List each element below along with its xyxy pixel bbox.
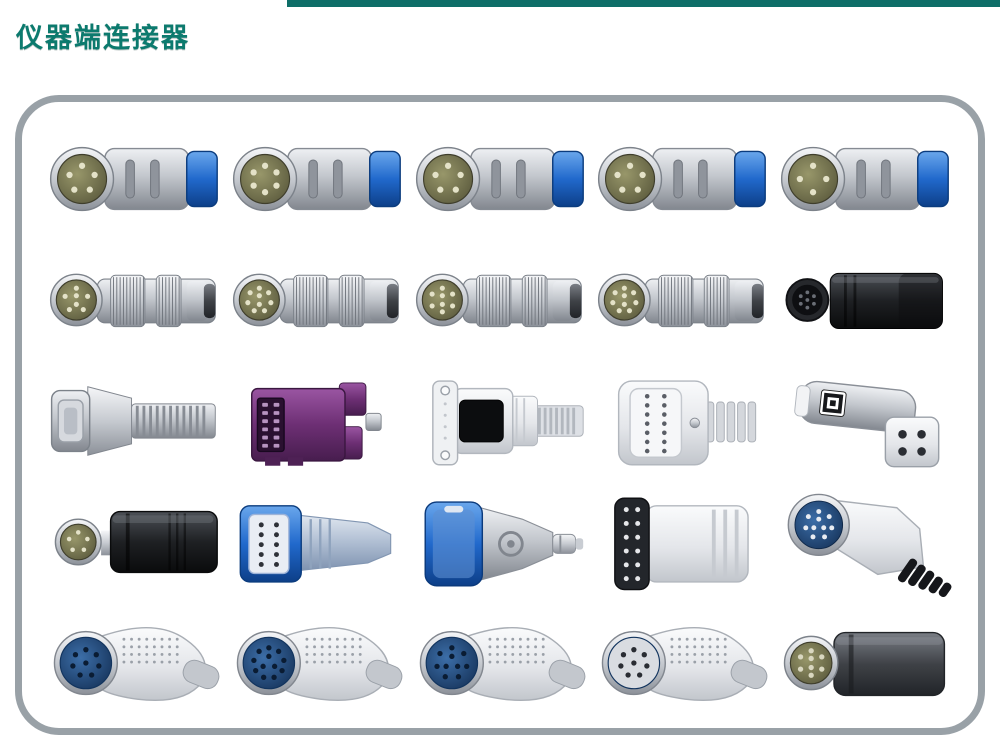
connector-plastic-pushpull-4pin	[775, 120, 956, 239]
connector-dark-face-white-shell	[592, 483, 773, 602]
dark-gray-cylinder-8pin-image	[783, 631, 946, 696]
molded-blue-10pin-image	[419, 626, 585, 701]
page-title: 仪器端连接器	[16, 23, 190, 54]
molded-gray-8hole-image	[602, 626, 768, 701]
white-pin-block-image	[618, 380, 757, 466]
connector-plastic-pushpull-5pin-b	[410, 120, 591, 239]
connector-black-din-cylinder	[44, 483, 225, 602]
connector-metal-pushpull-7pin	[44, 241, 225, 360]
plastic-pushpull-4pin-image	[781, 146, 950, 212]
connector-grid	[44, 120, 956, 710]
connector-plastic-pushpull-5pin-a	[44, 120, 225, 239]
top-edge-bar	[287, 0, 1000, 7]
blue-face-cone-image	[424, 501, 583, 587]
blue-round-angled-image	[787, 493, 952, 597]
connector-blue-round-angled	[775, 483, 956, 602]
white-dsub-ribbed-image	[431, 380, 584, 466]
metal-pushpull-7pin-image	[49, 273, 216, 328]
connector-molded-blue-12pin	[227, 604, 408, 723]
gray-dsub-ribbed-image	[50, 386, 216, 456]
plastic-pushpull-5pin-b-image	[415, 146, 584, 212]
molded-blue-12pin-image	[236, 626, 403, 701]
connector-panel	[15, 95, 985, 735]
connector-angled-square-4hole	[775, 362, 956, 481]
plastic-pushpull-5pin-c-image	[598, 146, 767, 212]
connector-blue-face-cone	[410, 483, 591, 602]
plastic-pushpull-5pin-a-image	[49, 146, 218, 212]
connector-metal-pushpull-9pin-b	[592, 241, 773, 360]
connector-gray-dsub-ribbed	[44, 362, 225, 481]
connector-molded-blue-8pin	[44, 604, 225, 723]
connector-blue-rect-10pin	[227, 483, 408, 602]
connector-plastic-pushpull-5pin-c	[592, 120, 773, 239]
black-din-cylinder-image	[54, 510, 218, 574]
dark-face-white-shell-image	[614, 497, 750, 591]
metal-pushpull-8pin-image	[415, 273, 582, 328]
metal-pushpull-9pin-b-image	[598, 273, 765, 328]
connector-metal-pushpull-8pin	[410, 241, 591, 360]
connector-metal-pushpull-9pin-a	[227, 241, 408, 360]
purple-slot-connector-image	[250, 382, 382, 466]
connector-white-dsub-ribbed	[410, 362, 591, 481]
connector-dark-mini-din-block	[775, 241, 956, 360]
dark-mini-din-block-image	[785, 272, 944, 329]
angled-square-4hole-image	[794, 380, 940, 468]
connector-white-pin-block	[592, 362, 773, 481]
metal-pushpull-9pin-a-image	[232, 273, 399, 328]
connector-molded-gray-8hole	[592, 604, 773, 723]
connector-dark-gray-cylinder-8pin	[775, 604, 956, 723]
plastic-pushpull-6pin-image	[232, 146, 401, 212]
connector-molded-blue-10pin	[410, 604, 591, 723]
connector-plastic-pushpull-6pin	[227, 120, 408, 239]
molded-blue-8pin-image	[53, 626, 220, 701]
connector-purple-slot-connector	[227, 362, 408, 481]
blue-rect-10pin-image	[239, 504, 392, 583]
